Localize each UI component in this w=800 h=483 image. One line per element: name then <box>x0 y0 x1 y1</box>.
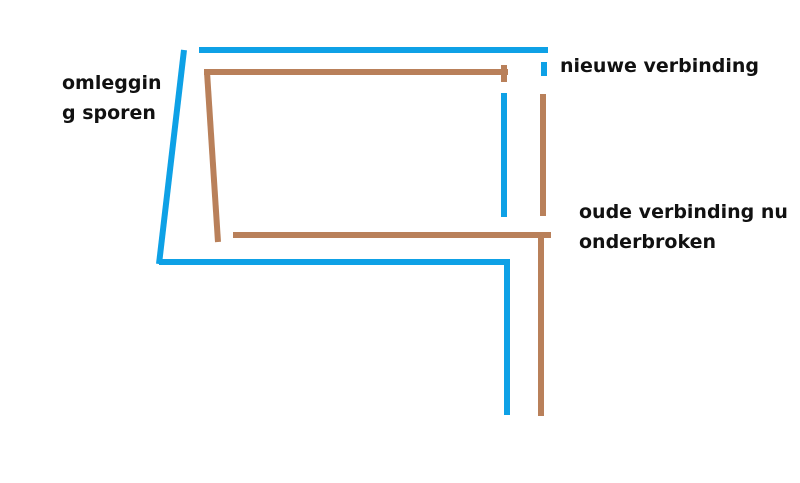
label-oude-line-2: onderbroken <box>579 231 716 253</box>
old-connection-track <box>204 65 551 416</box>
label-nieuwe-verbinding: nieuwe verbinding <box>560 51 759 81</box>
label-omlegging-line-2: g sporen <box>62 102 156 124</box>
label-nieuwe-line-1: nieuwe verbinding <box>560 55 760 77</box>
label-oude-verbinding: oude verbinding nu onderbroken <box>579 197 788 257</box>
label-omlegging-sporen: omleggin g sporen <box>62 68 162 128</box>
label-omlegging-line-1: omleggin <box>62 72 162 94</box>
new-connection-track <box>156 47 548 415</box>
label-oude-line-1: oude verbinding nu <box>579 201 788 223</box>
brown-left-diagonal <box>204 71 221 243</box>
blue-left-diagonal <box>156 49 187 265</box>
